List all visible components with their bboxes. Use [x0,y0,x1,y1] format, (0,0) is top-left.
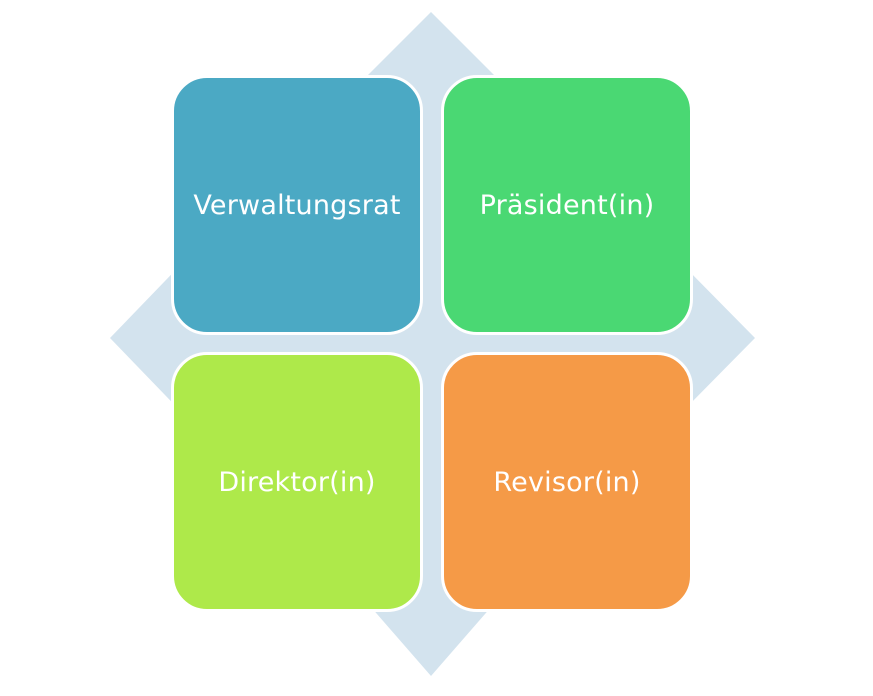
quadrant-label: Direktor(in) [218,466,376,498]
quadrant-bottom-right: Revisor(in) [441,352,693,612]
quadrant-top-right: Präsident(in) [441,75,693,335]
quadrant-label: Verwaltungsrat [193,189,401,221]
quadrant-label: Präsident(in) [479,189,655,221]
quadrant-label: Revisor(in) [493,466,641,498]
quadrant-bottom-left: Direktor(in) [171,352,423,612]
quadrant-top-left: Verwaltungsrat [171,75,423,335]
